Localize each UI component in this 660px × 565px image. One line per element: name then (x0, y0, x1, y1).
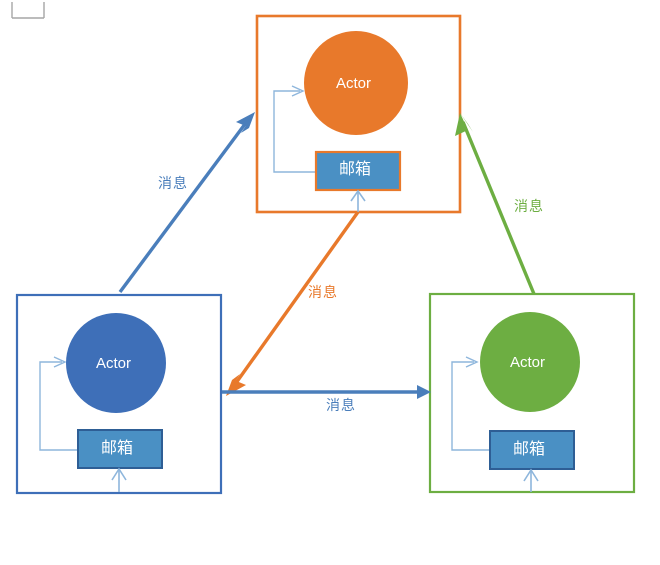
actor-top-loop-arrowhead (291, 85, 305, 97)
actor-top-label: Actor (336, 75, 372, 92)
message-label-right-to-top: 消息 (514, 198, 544, 214)
actor-top-circle (304, 31, 408, 135)
message-label-left-to-top: 消息 (158, 175, 188, 191)
message-arrow-left-to-top (118, 112, 255, 294)
actor-left-loop-arrow (39, 361, 78, 451)
actor-left-label: Actor (96, 355, 132, 372)
actor-right-mailbox-label: 邮箱 (513, 441, 546, 458)
actor-left-mailbox[interactable] (77, 429, 163, 469)
actor-right-mailbox[interactable] (489, 430, 575, 470)
actor-right-loop-arrow (451, 361, 490, 451)
actor-top-mailbox-inbound-arrowhead (350, 189, 366, 202)
actor-right-loop-arrowhead (465, 356, 479, 368)
actor-left-mailbox-inbound-arrowhead (111, 467, 127, 481)
actor-right-boundary (428, 292, 636, 494)
message-arrow-right-to-top (455, 113, 536, 295)
actor-right-label: Actor (510, 354, 546, 371)
actor-node-left[interactable] (15, 293, 223, 495)
actor-left-circle (66, 313, 166, 413)
actor-left-mailbox-label: 邮箱 (101, 440, 134, 457)
actor-left-loop-arrowhead (53, 356, 67, 368)
actor-left-boundary (15, 293, 223, 495)
message-arrow-left-to-right (222, 385, 431, 399)
actor-top-mailbox-label: 邮箱 (339, 161, 372, 178)
actor-right-mailbox-inbound-arrowhead (523, 468, 539, 482)
actor-top-mailbox[interactable] (314, 150, 402, 192)
message-label-top-to-left: 消息 (308, 284, 338, 300)
message-arrow-top-to-left (226, 211, 360, 396)
actor-right-circle (480, 312, 580, 412)
message-label-left-to-right: 消息 (326, 397, 356, 413)
actor-top-loop-arrow (273, 90, 316, 173)
actor-node-top[interactable] (255, 14, 462, 214)
page-margin-mark (11, 2, 45, 19)
actor-node-right[interactable] (428, 292, 636, 494)
